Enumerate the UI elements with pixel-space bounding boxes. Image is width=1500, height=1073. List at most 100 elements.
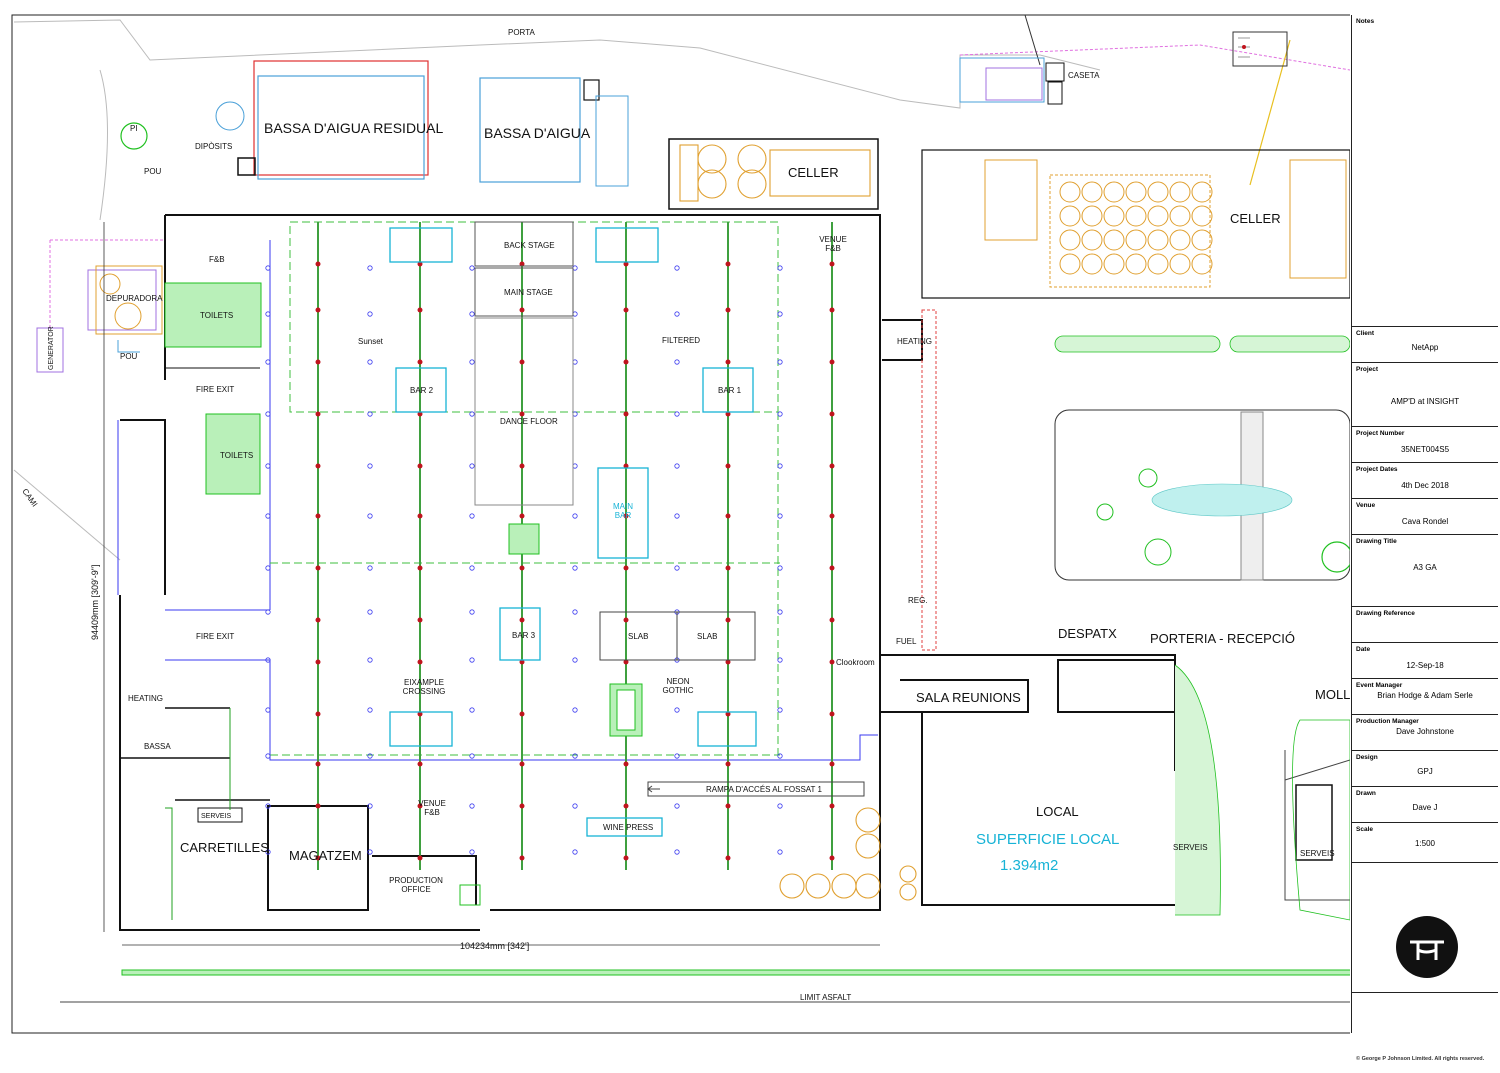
column-marker — [519, 855, 525, 861]
column-marker — [417, 307, 423, 313]
column-marker — [519, 359, 525, 365]
column-marker — [623, 855, 629, 861]
label-fire-exit-2: FIRE EXIT — [196, 632, 234, 641]
column-marker — [623, 411, 629, 417]
pillar-dot — [572, 753, 578, 759]
production-manager-value: Dave Johnstone — [1396, 727, 1454, 736]
pillar-dot — [469, 657, 475, 663]
drawing-reference-label: Drawing Reference — [1356, 610, 1415, 617]
copyright-text: © George P Johnson Limited. All rights r… — [1356, 1056, 1485, 1062]
column-marker — [315, 617, 321, 623]
column-marker — [417, 659, 423, 665]
column-marker — [623, 617, 629, 623]
column-marker — [829, 711, 835, 717]
pillar-dot — [265, 657, 271, 663]
pillar-dot — [469, 753, 475, 759]
label-celler-right: CELLER — [1230, 211, 1281, 226]
column-marker — [315, 659, 321, 665]
column-marker — [725, 659, 731, 665]
pillar-dot — [469, 609, 475, 615]
column-marker — [725, 307, 731, 313]
column-marker — [519, 513, 525, 519]
column-marker — [417, 803, 423, 809]
label-heating-right: HEATING — [897, 337, 932, 346]
pillar-dot — [367, 657, 373, 663]
label-moll: MOLL — [1315, 687, 1350, 702]
label-generator: GENERATOR — [48, 326, 55, 370]
drawn-label: Drawn — [1356, 790, 1376, 797]
label-dim-width: 104234mm [342'] — [460, 941, 529, 951]
pillar-dot — [572, 513, 578, 519]
label-pou: POU — [120, 352, 138, 361]
pillar-dot — [469, 265, 475, 271]
column-marker — [519, 463, 525, 469]
column-marker — [315, 411, 321, 417]
barrel — [1059, 253, 1081, 275]
label-bar3: BAR 3 — [512, 631, 536, 640]
label-toilets-2: TOILETS — [220, 451, 253, 460]
pillar-dot — [674, 803, 680, 809]
drawing-title-value: A3 GA — [1413, 563, 1437, 572]
label-filtered: FILTERED — [662, 336, 700, 345]
label-bassa: BASSA D'AIGUA — [484, 125, 591, 141]
venue-label: Venue — [1356, 502, 1376, 509]
column-marker — [829, 565, 835, 571]
column-marker — [519, 261, 525, 267]
notes-label: Notes — [1356, 18, 1375, 25]
date-value: 12-Sep-18 — [1406, 661, 1444, 670]
barrel — [1103, 253, 1125, 275]
pillar-dot — [469, 849, 475, 855]
project-value: AMP'D at INSIGHT — [1390, 397, 1460, 406]
column-marker — [315, 855, 321, 861]
pillar-dot — [367, 609, 373, 615]
label-carretilles: CARRETILLES — [180, 840, 269, 855]
label-pou-top: POU — [144, 167, 162, 176]
column-marker — [829, 411, 835, 417]
label-despatx: DESPATX — [1058, 626, 1117, 641]
pillar-dot — [777, 609, 783, 615]
pillar-dot — [674, 707, 680, 713]
pillar-dot — [469, 359, 475, 365]
barrel — [1125, 205, 1147, 227]
production-manager-label: Production Manager — [1356, 718, 1419, 725]
pillar-dot — [777, 311, 783, 317]
label-magatzem: MAGATZEM — [289, 848, 362, 863]
label-dance-floor: DANCE FLOOR — [500, 417, 558, 426]
pillar-dot — [367, 463, 373, 469]
column-marker — [315, 261, 321, 267]
column-marker — [623, 513, 629, 519]
column-marker — [829, 513, 835, 519]
label-toilets-1: TOILETS — [200, 311, 233, 320]
barrel — [1081, 229, 1103, 251]
label-caseta: CASETA — [1068, 71, 1100, 80]
design-label: Design — [1356, 754, 1378, 761]
venue-value: Cava Rondel — [1401, 517, 1449, 526]
column-marker — [519, 411, 525, 417]
barrel — [1059, 205, 1081, 227]
client-value: NetApp — [1411, 343, 1439, 352]
pillar-dot — [265, 849, 271, 855]
barrel — [1191, 205, 1213, 227]
project-dates-value: 4th Dec 2018 — [1401, 481, 1449, 490]
label-fuel: FUEL — [896, 637, 917, 646]
column-marker — [519, 803, 525, 809]
pillar-dot — [367, 849, 373, 855]
column-marker — [417, 411, 423, 417]
pillar-dot — [265, 609, 271, 615]
pillar-dot — [265, 359, 271, 365]
column-marker — [725, 855, 731, 861]
floor-plan: PORTA CASETA BASSA D'AIGUA RESIDUAL BASS… — [11, 14, 1350, 1034]
barrel — [1081, 253, 1103, 275]
pillar-dot — [265, 565, 271, 571]
column-marker — [417, 761, 423, 767]
label-sunset: Sunset — [358, 337, 384, 346]
barrel — [1081, 205, 1103, 227]
pillar-dot — [469, 463, 475, 469]
pillar-dot — [469, 803, 475, 809]
column-marker — [519, 307, 525, 313]
column-marker — [829, 463, 835, 469]
barrel — [1191, 181, 1213, 203]
column-marker — [829, 359, 835, 365]
